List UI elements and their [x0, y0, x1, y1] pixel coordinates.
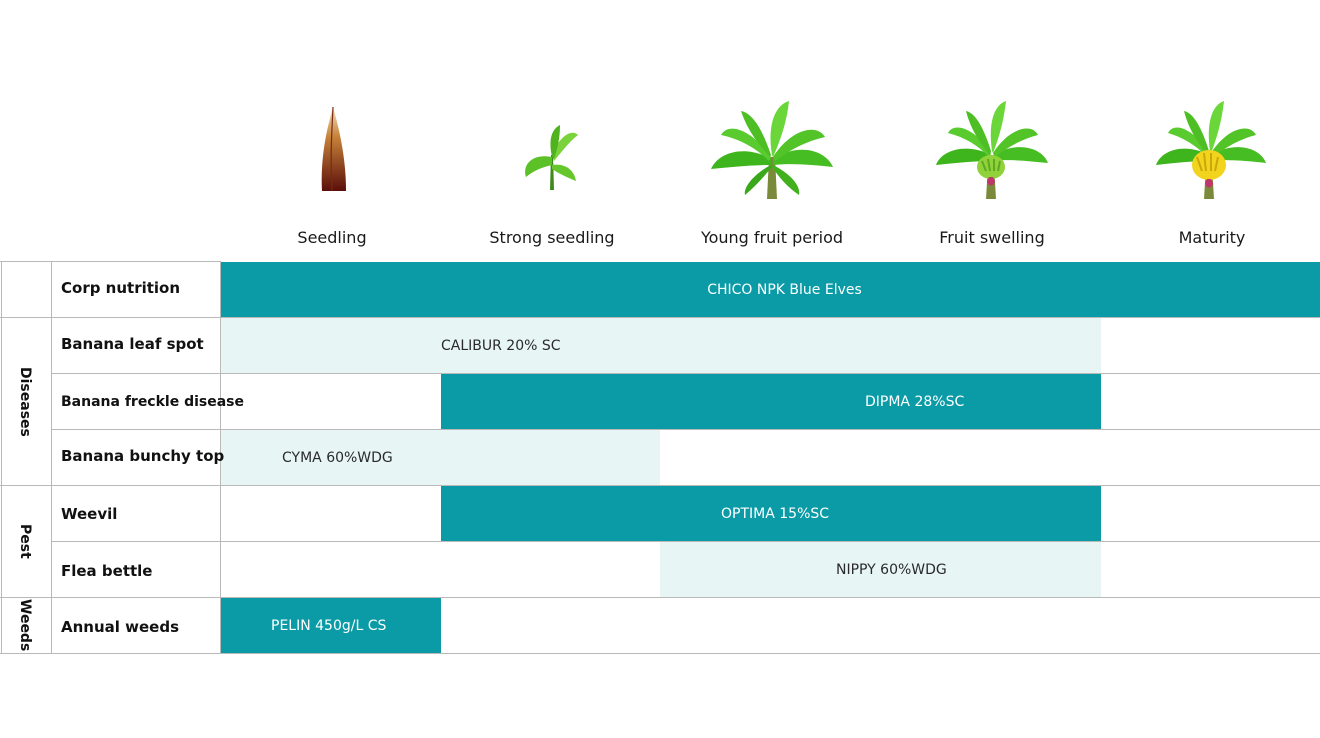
banana-tree-green-fruit-icon — [882, 95, 1102, 205]
bar-label: CHICO NPK Blue Elves — [707, 281, 862, 298]
stage-label-fruit-swelling: Fruit swelling — [939, 228, 1045, 247]
category-diseases: Diseases — [0, 318, 50, 485]
bar-label: DIPMA 28%SC — [865, 393, 965, 410]
grid-line — [1, 261, 2, 654]
grid-line — [51, 429, 1320, 430]
bar-label: NIPPY 60%WDG — [836, 561, 947, 578]
banana-tree-icon — [662, 95, 882, 205]
stage-label-seedling: Seedling — [297, 228, 367, 247]
bar-label: PELIN 450g/L CS — [271, 617, 387, 634]
grid-line — [0, 261, 221, 262]
category-pest: Pest — [0, 486, 50, 597]
row-label-banana-bunchy-top: Banana bunchy top — [61, 447, 225, 465]
bar-weevil: OPTIMA 15%SC — [441, 486, 1101, 541]
stage-label-maturity: Maturity — [1178, 228, 1246, 247]
banana-sprout-icon — [442, 95, 662, 205]
bar-label: CYMA 60%WDG — [282, 449, 393, 466]
bar-banana-leaf-spot: CALIBUR 20% SC — [221, 318, 1101, 373]
bar-corp-nutrition: CHICO NPK Blue Elves — [221, 262, 1320, 317]
bar-label: OPTIMA 15%SC — [721, 505, 830, 522]
grid-line — [0, 485, 1320, 486]
row-label-corp-nutrition: Corp nutrition — [61, 279, 181, 297]
bar-banana-bunchy-top: CYMA 60%WDG — [221, 430, 660, 485]
category-label: Diseases — [17, 366, 33, 437]
grid-line — [51, 541, 1320, 542]
grid-line — [220, 261, 221, 654]
category-weeds: Weeds — [0, 598, 50, 653]
row-label-banana-freckle-disease: Banana freckle disease — [61, 394, 245, 410]
category-label: Weeds — [17, 599, 33, 652]
stage-label-young-fruit-period: Young fruit period — [700, 228, 844, 247]
bar-banana-freckle-disease: DIPMA 28%SC — [441, 374, 1101, 429]
stage-label-strong-seedling: Strong seedling — [489, 228, 615, 247]
banana-seedling-icon — [222, 95, 442, 205]
row-label-banana-leaf-spot: Banana leaf spot — [61, 335, 204, 353]
category-label: Pest — [17, 524, 33, 559]
grid-line — [0, 317, 1320, 318]
grid-line — [0, 653, 1320, 654]
row-label-annual-weeds: Annual weeds — [61, 618, 180, 636]
banana-tree-ripe-fruit-icon — [1102, 95, 1320, 205]
bar-flea-bettle: NIPPY 60%WDG — [660, 542, 1101, 597]
row-label-flea-bettle: Flea bettle — [61, 562, 153, 580]
grid-line — [51, 261, 52, 654]
bar-annual-weeds: PELIN 450g/L CS — [221, 598, 441, 653]
grid-line — [51, 373, 1320, 374]
row-label-weevil: Weevil — [61, 505, 118, 523]
grid-line — [0, 597, 1320, 598]
bar-label: CALIBUR 20% SC — [441, 337, 561, 354]
